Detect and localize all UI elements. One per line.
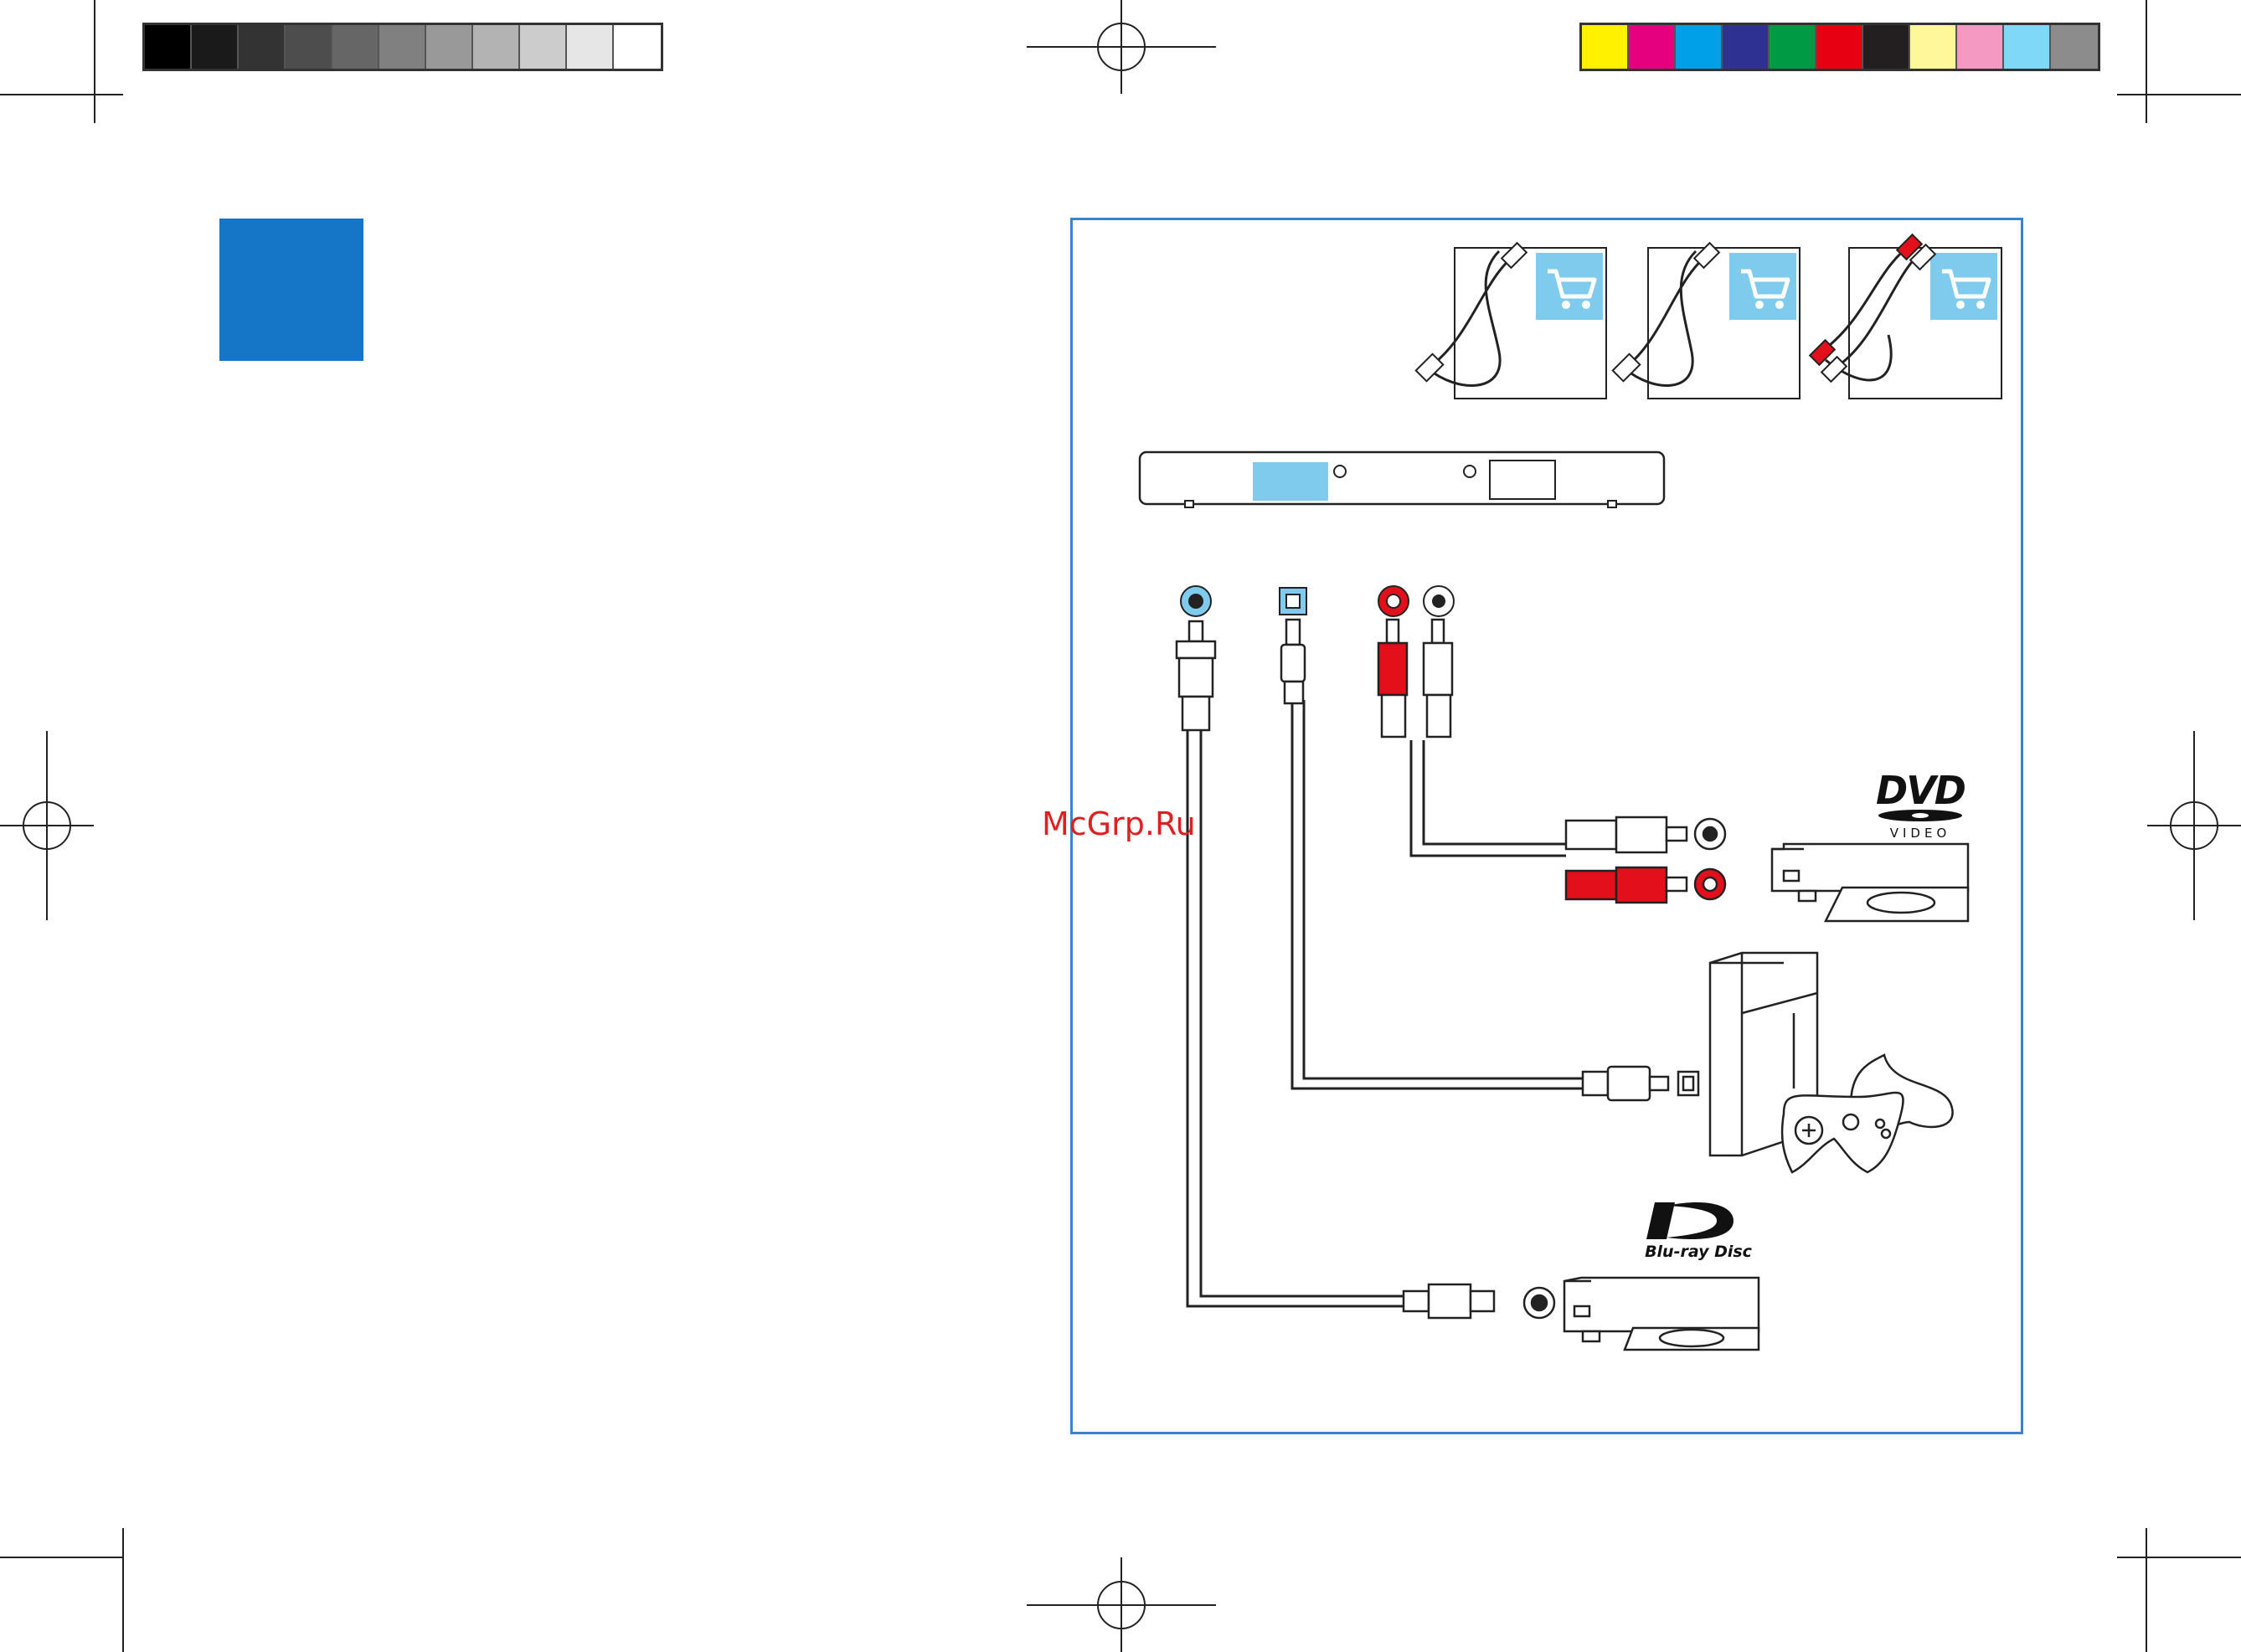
dvd-video-logo: DVD VIDEO	[1866, 770, 1975, 841]
shopping-cart-icon	[1729, 253, 1796, 320]
shopping-cart-icon	[1536, 253, 1603, 320]
watermark-text: McGrp.Ru	[1042, 805, 1196, 842]
dvd-logo-main: DVD	[1866, 770, 1975, 811]
optical-cable-package-icon	[1613, 243, 1800, 399]
coaxial-plug-bluray	[1404, 1284, 1554, 1318]
optical-plug-console	[1583, 1067, 1698, 1100]
coaxial-cable-package-icon	[1416, 243, 1606, 399]
bluray-player-icon	[1564, 1278, 1759, 1350]
bluray-logo-text: Blu-ray Disc	[1631, 1243, 1765, 1261]
bluray-disc-logo: Blu-ray Disc	[1631, 1212, 1765, 1261]
dvd-player-icon	[1772, 844, 1968, 921]
optical-plug-top	[1281, 620, 1305, 703]
soundbar-input-jacks	[1181, 586, 1454, 616]
rca-plugs-top	[1378, 620, 1452, 737]
coaxial-plug-top	[1177, 621, 1215, 730]
rca-plugs-dvd	[1566, 817, 1725, 903]
dvd-logo-sub: VIDEO	[1866, 826, 1975, 841]
shopping-cart-icon	[1930, 253, 1997, 320]
soundbar-icon	[1140, 452, 1664, 507]
rca-cable-package-icon	[1810, 234, 2001, 399]
